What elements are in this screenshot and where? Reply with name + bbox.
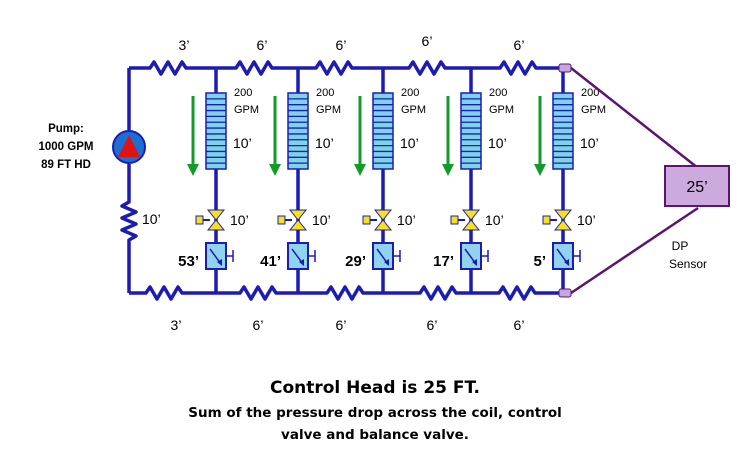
coil (372, 92, 394, 170)
supply-pipe-label: 6’ (422, 33, 433, 49)
branch-flow-unit: GPM (234, 104, 259, 116)
dp-sensor-box (664, 165, 730, 207)
control-valve-icon (450, 209, 481, 231)
coil (287, 92, 309, 170)
pump (112, 130, 146, 164)
branch-flow-unit: GPM (489, 104, 514, 116)
flow-arrows (187, 96, 546, 176)
control-valve-icon (362, 209, 393, 231)
branch-flow-value: 200 (234, 87, 252, 99)
balance-valve-icon (205, 242, 234, 270)
supply-fitting (558, 63, 572, 73)
branch-coil-drop: 10’ (233, 135, 252, 151)
return-pipe-label: 6’ (336, 317, 347, 333)
branch-flow-value: 200 (401, 87, 419, 99)
return-pipe-label: 6’ (427, 317, 438, 333)
branch-coil-drop: 10’ (315, 135, 334, 151)
supply-pipe-label: 6’ (257, 37, 268, 53)
balance-valve-icon (460, 242, 489, 270)
balance-valve-icon (287, 242, 316, 270)
branch-coil-drop: 10’ (488, 135, 507, 151)
caption-line1: Sum of the pressure drop across the coil… (188, 405, 562, 421)
supply-pipe-label: 3’ (179, 37, 190, 53)
branch-flow-unit: GPM (401, 104, 426, 116)
pump-triangle-icon (118, 135, 140, 157)
return-pipe-label: 6’ (514, 317, 525, 333)
dp-sensor-label-line2: Sensor (669, 257, 707, 271)
coil (205, 92, 227, 170)
branch-flow-unit: GPM (581, 104, 606, 116)
branch-flow-value: 200 (316, 87, 334, 99)
branch-flow-value: 200 (489, 87, 507, 99)
branch-valve-drop: 10’ (397, 212, 416, 228)
control-valve-icon (195, 209, 226, 231)
return-pipe-label: 3’ (171, 317, 182, 333)
coil (552, 92, 574, 170)
return-fitting (558, 288, 572, 298)
return-header (129, 285, 562, 301)
dp-sensor-line-top (570, 67, 699, 169)
balance-valve-icon (552, 242, 581, 270)
branch-valve-drop: 10’ (230, 212, 249, 228)
pump-label-line3: 89 FT HD (41, 159, 91, 171)
branch-valve-drop: 10’ (485, 212, 504, 228)
caption-title: Control Head is 25 FT. (269, 378, 481, 398)
branch-balance-drop: 29’ (345, 253, 366, 270)
supply-pipe-label: 6’ (336, 37, 347, 53)
dp-sensor-value: 25’ (686, 179, 707, 196)
dp-sensor-line-bottom (570, 206, 699, 295)
branch-balance-drop: 53’ (178, 253, 199, 270)
dp-sensor-label-line1: DP (672, 239, 689, 253)
pump-label-line2: 1000 GPM (39, 141, 94, 153)
caption-line2: valve and balance valve. (281, 427, 469, 443)
balance-valves (205, 242, 581, 270)
supply-pipe-label: 6’ (514, 37, 525, 53)
branch-coil-drop: 10’ (400, 135, 419, 151)
branch-valve-drop: 10’ (577, 212, 596, 228)
branch-flow-value: 200 (581, 87, 599, 99)
supply-header (129, 60, 562, 76)
control-valve-icon (277, 209, 308, 231)
return-pipe-label: 6’ (253, 317, 264, 333)
branch-balance-drop: 5’ (533, 253, 546, 270)
coil (460, 92, 482, 170)
pump-label-line1: Pump: (48, 123, 84, 135)
branch-balance-drop: 41’ (260, 253, 281, 270)
control-valves (195, 209, 573, 231)
supply-pipe-labels: 3’ 6’ 6’ 6’ 6’ (179, 33, 525, 53)
left-pipe-lower (120, 164, 138, 293)
branch-flow-unit: GPM (316, 104, 341, 116)
left-pipe-label: 10’ (142, 211, 161, 227)
branch-valve-drop: 10’ (312, 212, 331, 228)
balance-valve-icon (372, 242, 401, 270)
return-pipe-labels: 3’ 6’ 6’ 6’ 6’ (171, 317, 525, 333)
branch-balance-drop: 17’ (433, 253, 454, 270)
coils (205, 92, 574, 170)
control-valve-icon (542, 209, 573, 231)
branch-coil-drop: 10’ (580, 135, 599, 151)
